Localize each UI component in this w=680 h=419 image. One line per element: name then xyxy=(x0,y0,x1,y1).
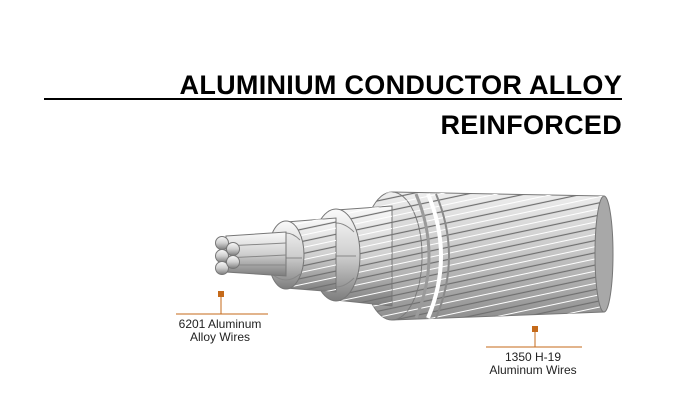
callout-alloy-line2: Alloy Wires xyxy=(189,330,250,344)
callout-aluminum-line2: Aluminum Wires xyxy=(489,363,577,377)
callout-alloy-marker xyxy=(176,291,268,315)
page-title: ALUMINIUM CONDUCTOR ALLOY xyxy=(179,70,622,100)
outer-strand-layer xyxy=(361,191,614,321)
binder-band xyxy=(414,193,450,319)
conductor-diagram xyxy=(176,191,614,348)
callout-alloy-line1: 6201 Aluminum xyxy=(178,317,262,331)
title-block: ALUMINIUM CONDUCTOR ALLOY REINFORCED xyxy=(0,0,680,150)
page-subtitle: REINFORCED xyxy=(440,110,622,140)
callout-aluminum-line1: 1350 H-19 xyxy=(504,350,562,364)
core-strands xyxy=(215,231,287,277)
callout-alloy-label: 6201 Aluminum Alloy Wires xyxy=(170,318,270,344)
callout-aluminum-marker xyxy=(486,326,582,348)
callout-aluminum-label: 1350 H-19 Aluminum Wires xyxy=(478,351,588,377)
title-underline xyxy=(44,98,622,100)
